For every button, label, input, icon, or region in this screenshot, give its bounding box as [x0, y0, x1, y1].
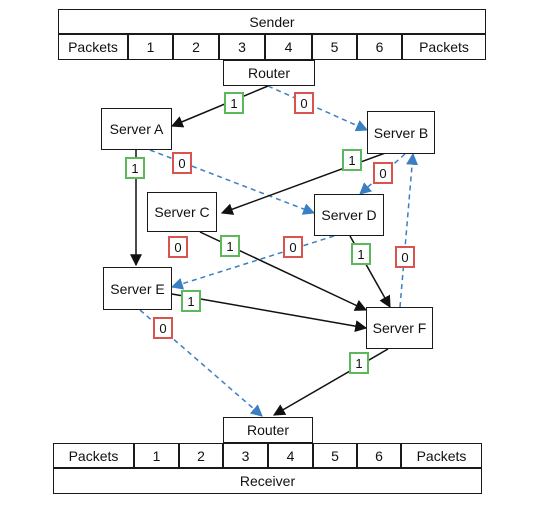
sender-title: Sender [58, 9, 486, 34]
edge-server-e-to-server-f [171, 293, 368, 333]
edge-router-to-server-b [267, 85, 369, 132]
receiver-packet-5: 5 [313, 443, 357, 468]
label-router-to-b: 0 [294, 92, 314, 114]
label-a-to-e: 1 [125, 157, 145, 179]
receiver-packet-4: 4 [268, 443, 313, 468]
server-a: Server A [101, 108, 172, 150]
receiver-packet-2: 2 [179, 443, 223, 468]
label-router-to-a: 1 [224, 92, 244, 114]
sender-packets-label-left: Packets [58, 34, 128, 60]
label-b-to-c: 1 [342, 149, 362, 171]
server-f: Server F [366, 307, 433, 349]
sender-packet-6: 6 [357, 34, 402, 60]
edge-router-to-server-a [170, 85, 269, 128]
label-d-to-f: 1 [351, 243, 371, 265]
receiver-title: Receiver [53, 468, 482, 494]
router-bottom: Router [223, 417, 313, 443]
edge-server-f-to-router-bottom [272, 348, 389, 416]
server-c: Server C [147, 192, 217, 232]
router-top: Router [223, 60, 315, 86]
sender-packet-3: 3 [219, 34, 265, 60]
server-d: Server D [314, 194, 384, 236]
label-f-to-b: 0 [395, 246, 415, 268]
sender-packet-4: 4 [265, 34, 312, 60]
receiver-packet-1: 1 [134, 443, 179, 468]
label-c-to-f: 1 [220, 235, 240, 257]
label-e-to-f: 1 [181, 290, 201, 312]
receiver-packets-label-right: Packets [401, 443, 482, 468]
sender-packet-1: 1 [128, 34, 173, 60]
label-e-to-router: 0 [153, 317, 173, 339]
server-e: Server E [103, 267, 172, 310]
receiver-packet-3: 3 [223, 443, 268, 468]
sender-packets-label-right: Packets [402, 34, 486, 60]
label-a-to-d: 0 [172, 152, 192, 174]
label-d-to-e: 0 [283, 236, 303, 258]
label-c-to-e: 0 [168, 236, 188, 258]
edge-server-f-to-server-b [399, 152, 419, 308]
sender-packet-5: 5 [312, 34, 357, 60]
label-f-to-router: 1 [349, 352, 369, 374]
edge-server-d-to-server-e [170, 235, 335, 290]
receiver-packets-label-left: Packets [53, 443, 134, 468]
sender-packet-2: 2 [173, 34, 219, 60]
server-b: Server B [367, 111, 435, 154]
label-b-to-d: 0 [373, 162, 393, 184]
receiver-packet-6: 6 [357, 443, 401, 468]
